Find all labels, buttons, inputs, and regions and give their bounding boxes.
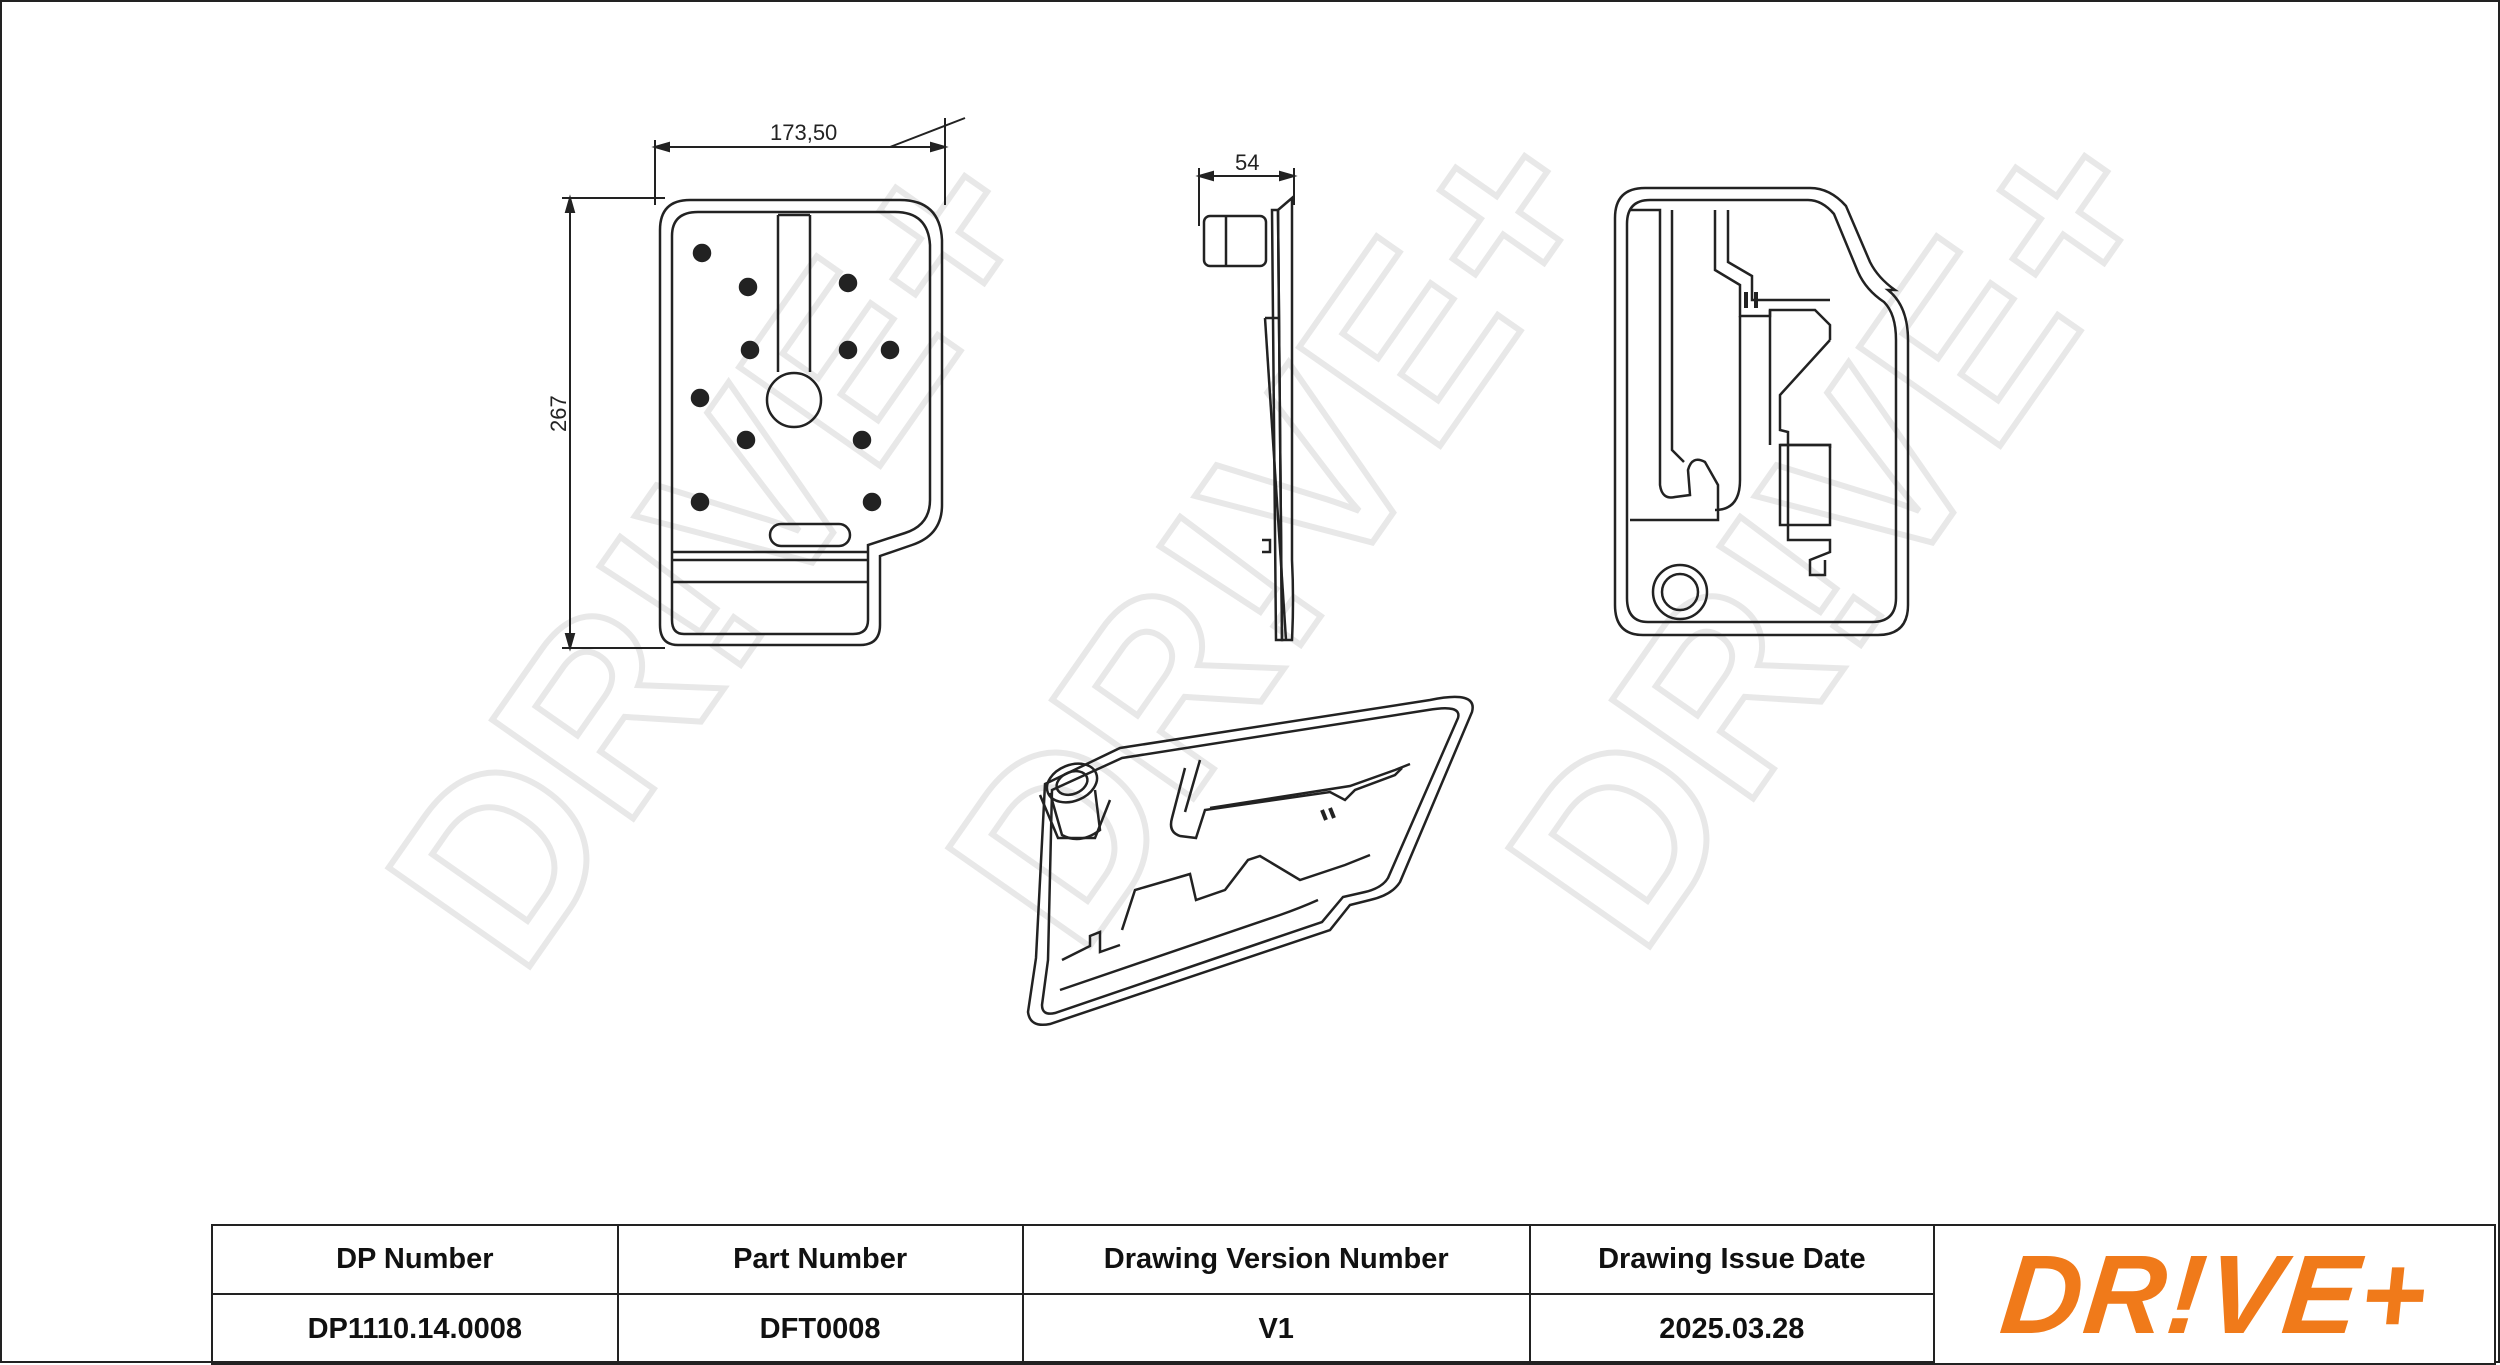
title-block-header-row: DP Number Part Number Drawing Version Nu…: [211, 1224, 2497, 1365]
drive-logo: DR!VE+: [1994, 1231, 2435, 1357]
title-block-value-row: DP1110.14.0008 DFT0008 V1 2025.03.28: [211, 1293, 2495, 1365]
height-dimension-label: 267: [546, 395, 571, 432]
value-drawing-version: V1: [1021, 1293, 1531, 1365]
logo-cell: DR!VE+: [1932, 1224, 2497, 1365]
isometric-view: [1026, 695, 1474, 1026]
value-part-number: DFT0008: [616, 1293, 1024, 1365]
side-view: [1202, 195, 1295, 642]
height-dimension: [562, 194, 665, 652]
value-issue-date: 2025.03.28: [1528, 1293, 1935, 1365]
width-dimension: [651, 117, 966, 205]
header-drawing-version: Drawing Version Number: [1021, 1224, 1531, 1295]
header-dp-number: DP Number: [211, 1224, 619, 1295]
rear-view: [1613, 186, 1910, 637]
depth-dimension-label: 54: [1235, 150, 1259, 175]
front-view: [658, 198, 944, 647]
header-issue-date: Drawing Issue Date: [1528, 1224, 1935, 1295]
value-dp-number: DP1110.14.0008: [211, 1293, 619, 1365]
title-block: DP Number Part Number Drawing Version Nu…: [211, 1224, 2497, 1365]
depth-dimension: [1195, 168, 1298, 226]
header-part-number: Part Number: [616, 1224, 1024, 1295]
width-dimension-label: 173,50: [770, 120, 837, 145]
